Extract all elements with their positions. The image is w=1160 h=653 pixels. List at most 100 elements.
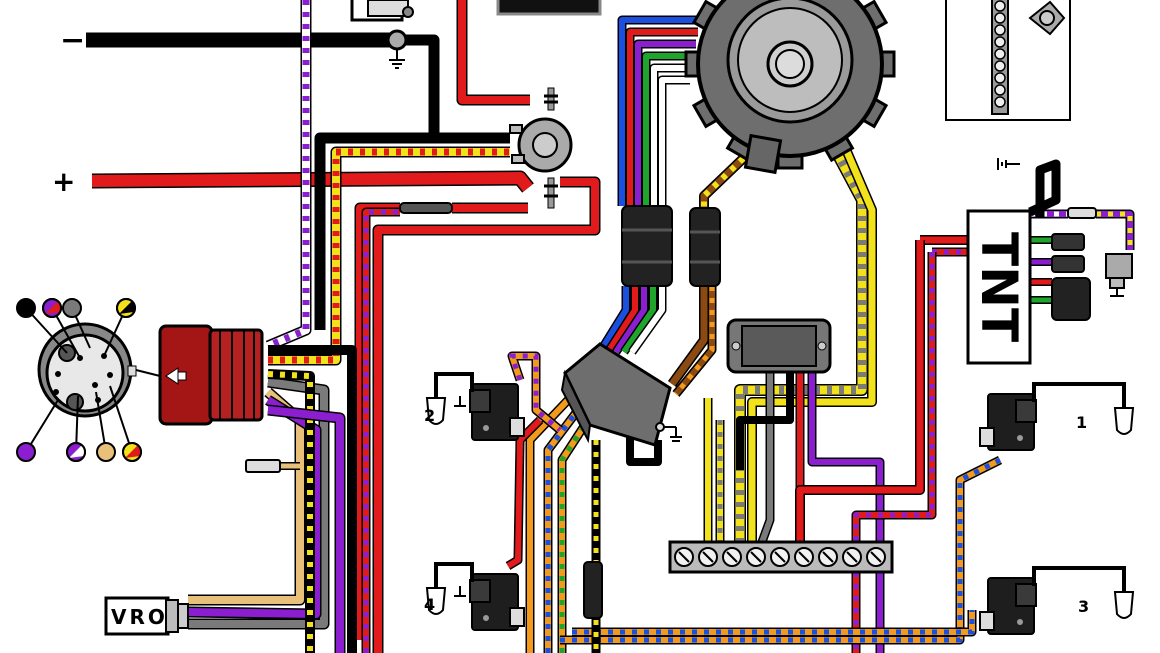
yellow-red-solenoid-wire-stripe [268,148,510,364]
purple-wire [267,406,344,653]
pack-wire-2 [613,286,647,354]
orange-green-wire-stripe [559,418,591,653]
strip-screw [994,60,1006,72]
strip-screw [994,36,1006,48]
regulator [726,318,832,374]
key-switch-dot [96,442,116,462]
stator-wire-5 [659,77,690,206]
strip-screw [994,0,1006,12]
brown-wire [669,286,708,387]
tnt-purple-yellow-wire-stripe [1096,211,1133,250]
ground-tnt [997,158,1020,170]
coil-tower [1015,399,1037,423]
dot-stripe [119,301,136,314]
strip-screw [994,72,1006,84]
stator [684,0,896,175]
key-switch-dot [116,298,136,318]
vro-pump: VRO [104,596,189,636]
pack-wire-1 [605,286,638,354]
brown-yellow-wire-stripe [701,147,755,208]
connector-b [689,207,721,287]
dot-fill [96,442,116,462]
strip-screw [994,12,1006,24]
terminal-screw-slot [798,551,810,563]
key-switch-dot [66,442,86,462]
red-coil4-wire-outline [505,416,544,570]
red-purple-long-stripe [853,252,935,653]
dot-stripe [69,445,86,458]
coil-bolt [1017,619,1023,625]
key-switch-dot [62,298,82,318]
tnt-purple-yellow-wire-outline [1096,209,1135,250]
terminal-screw-slot [774,551,786,563]
dot-fill [62,298,82,318]
strip-screw [994,84,1006,96]
coil-1-number: 1 [1076,413,1087,432]
top-switch [350,0,414,22]
spade-terminal [245,459,281,473]
ignition-coil-2 [425,372,525,441]
orange-purple-coil2-wire-stripe [508,353,562,432]
key-switch-pointer [25,399,59,453]
dot-stripe [45,301,62,314]
spark-plug-boot [1113,591,1135,619]
coil-tab [509,607,525,627]
strip-screw [994,96,1006,108]
orange-blue-bottom-wire-2-outline [572,610,977,637]
stator-wire-5-outline [657,75,690,206]
orange-blue-bottom-wire-stripe [560,457,1002,643]
terminal-screw-slot [678,551,690,563]
plus-label: + [52,165,75,198]
coil-bolt [483,615,489,621]
terminal-strip-box [945,0,1071,121]
fuse-holder [399,202,453,214]
stator-wire-0 [619,17,700,206]
regulator-black-wire [737,372,793,470]
black-pack-loop [627,420,661,465]
vro-label: VRO [111,605,168,629]
top-block [496,0,602,16]
pack-wire-3 [621,286,656,354]
orange-blue-bottom-wire-2-stripe [572,610,975,635]
red-solenoid-top-wire [458,0,530,104]
coil-tab [979,427,995,447]
harness-connector [158,324,264,426]
stator-wire-1 [627,29,698,206]
tnt-red-long [796,240,924,542]
coil-3-number: 3 [1078,597,1089,616]
coil-tower [1015,583,1037,607]
terminal-screw-slot [846,551,858,563]
spark-plug-lead [1032,566,1126,592]
strip-screw [994,24,1006,36]
dot-outline [66,442,86,462]
coil-tower [469,579,491,603]
key-switch-dot [42,298,62,318]
terminal-screw-slot [702,551,714,563]
gray-vro-wire [188,378,328,628]
stator-wire-4 [651,65,692,206]
coil-4-number: 4 [424,595,435,614]
ground-minus [386,29,408,69]
spark-plug-lead [434,372,474,398]
spark-plug-lead [434,562,474,588]
terminal-screw-slot [750,551,762,563]
battery-positive-cable [91,172,533,192]
starter-solenoid [509,87,573,209]
key-switch-wire-dots [16,298,142,462]
key-switch-dot [16,442,36,462]
spark-plug-boot [1113,407,1135,435]
connector-a [621,205,673,287]
black-yellow-wire-stripe [267,371,313,653]
pack-wire-0 [597,286,629,354]
key-switch-pointer [25,307,68,354]
stator-wire-2 [635,41,696,206]
terminal-block [668,540,894,574]
tnt-module: TNT [966,207,1133,365]
dot-outline [42,298,62,318]
ignition-coil-1 [979,382,1135,451]
coil-tab [509,417,525,437]
key-switch [16,298,142,462]
ground-wire [405,36,510,142]
red-purple-wire-stripe [363,209,400,653]
